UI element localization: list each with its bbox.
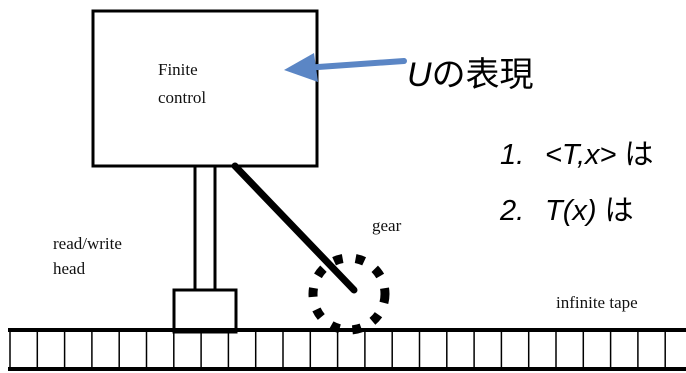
list-item-1: 1. <T,x> は xyxy=(500,139,654,171)
gear-rod xyxy=(231,162,358,294)
finite-control-box xyxy=(91,9,319,168)
label-read-write-line2: head xyxy=(53,259,86,278)
finite-control-line2: control xyxy=(158,88,206,107)
arrow-label-rest: の表現 xyxy=(432,56,534,94)
infinite-tape xyxy=(8,328,686,371)
list-item-2-number: 2. xyxy=(499,195,524,227)
gear-icon xyxy=(308,253,390,335)
label-read-write-line1: read/write xyxy=(53,234,122,253)
arrow-shaft xyxy=(301,58,407,71)
list-item-1-term: <T,x> xyxy=(545,139,616,171)
list-item-2-rest: は xyxy=(597,195,634,227)
label-infinite-tape: infinite tape xyxy=(556,293,638,312)
label-gear: gear xyxy=(372,216,402,235)
list-item-1-number: 1. xyxy=(500,139,524,171)
arrow-icon xyxy=(284,53,407,82)
arrow-label: Uの表現 xyxy=(407,56,534,94)
list-item-2-term: T(x) xyxy=(545,195,597,227)
read-write-head xyxy=(172,288,238,334)
arrow-head xyxy=(284,53,318,82)
finite-control-line1: Finite xyxy=(158,60,198,79)
arrow-label-u: U xyxy=(407,56,432,94)
list-item-1-rest: は xyxy=(616,139,653,171)
list-item-2: 2. T(x) は xyxy=(499,195,634,227)
